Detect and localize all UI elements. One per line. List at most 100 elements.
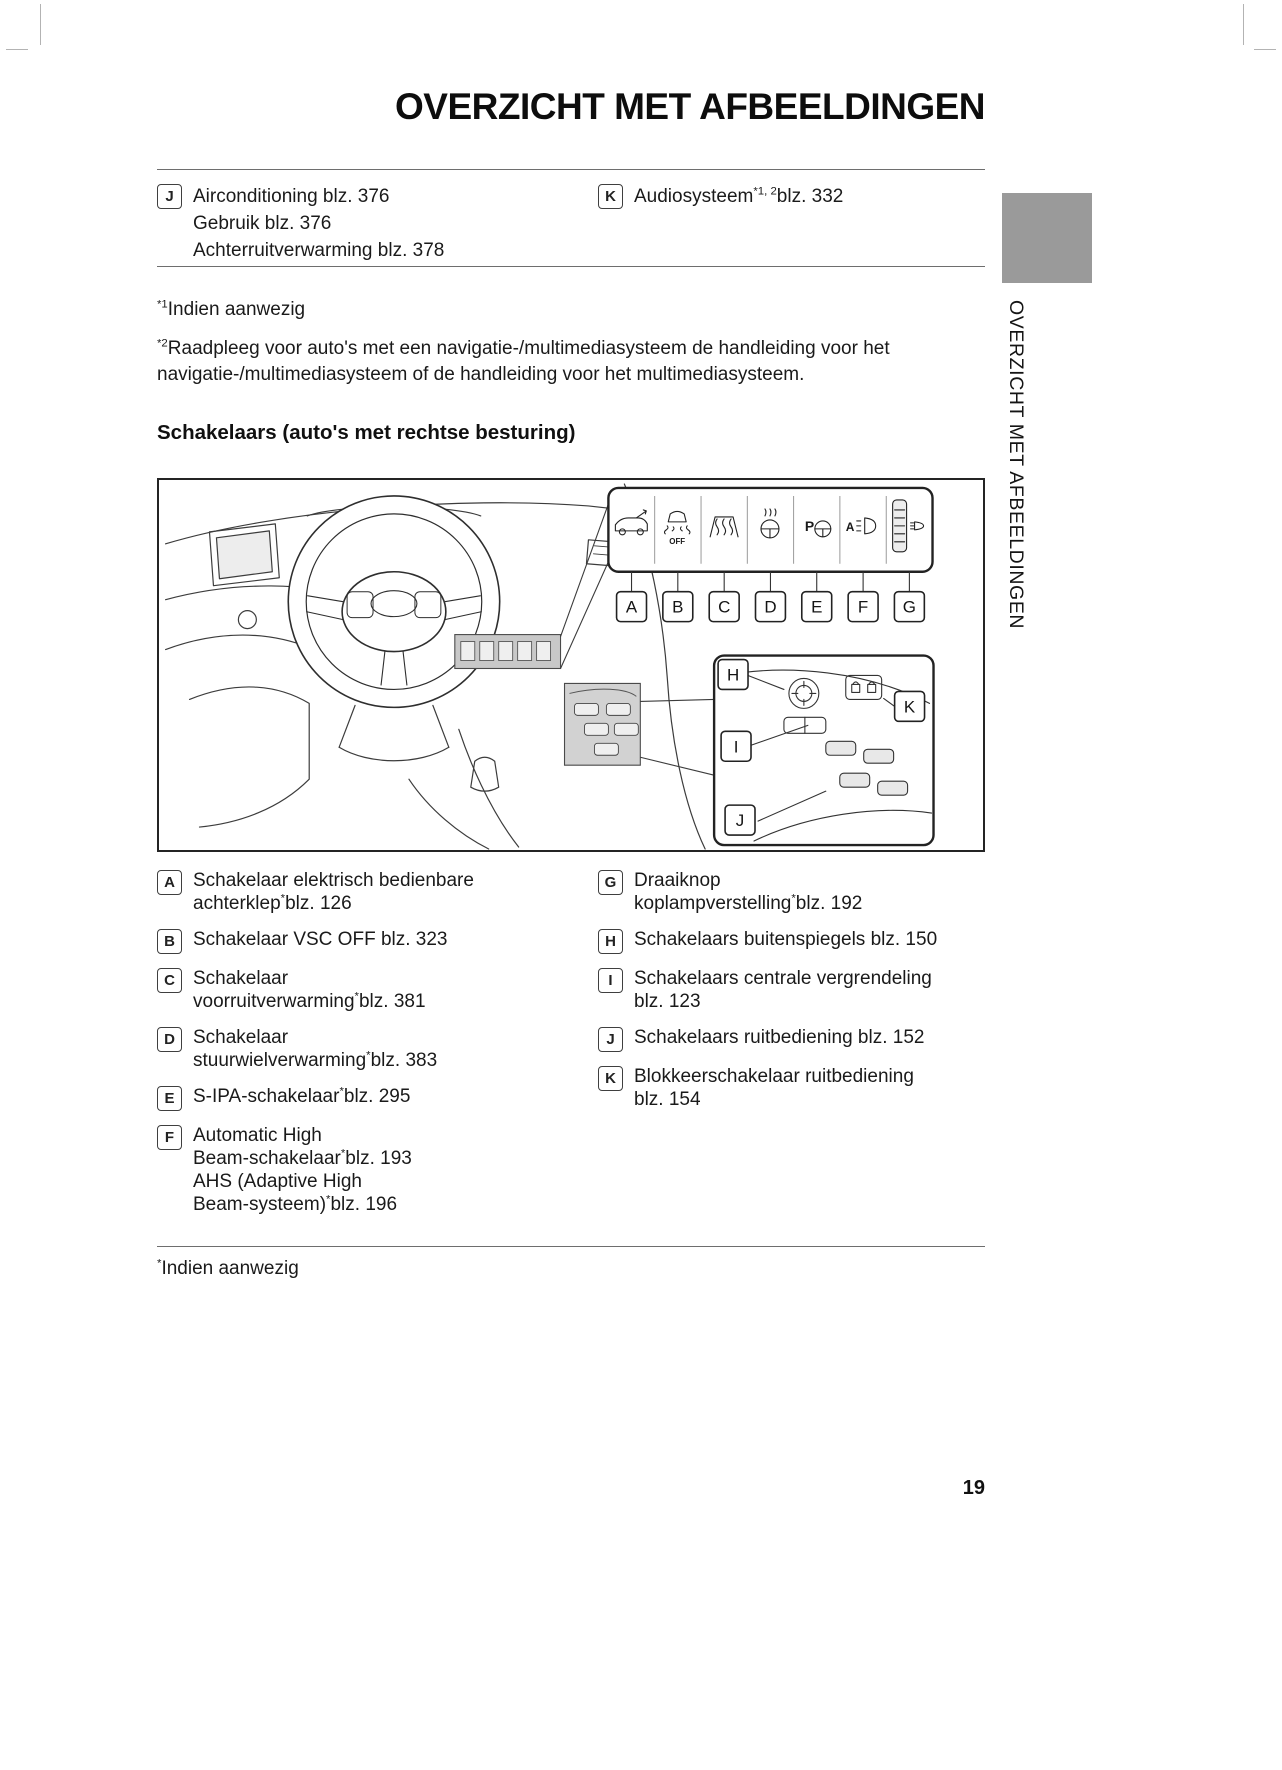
asterisk-superscript: *1, 2 [753,185,777,198]
reference-line: Airconditioning blz. 376 [193,183,444,210]
callout-label-C: C [157,968,182,993]
text-segment: Schakelaar VSC OFF blz. 323 [193,929,448,950]
legend-entry-text: Schakelaars ruitbediening blz. 152 [634,1026,924,1049]
reference-line: Schakelaar [193,967,426,990]
top-reference-right-column: K Audiosysteem*1, 2blz. 332 [598,183,985,264]
asterisk-superscript: * [791,892,796,905]
text-segment: Beam-schakelaar [193,1148,341,1169]
reference-line: voorruitverwarming*blz. 381 [193,990,426,1013]
reference-line: blz. 123 [634,990,932,1013]
callout-label-J: J [157,184,182,209]
steering-wheel-icon [287,495,501,709]
callout-label-K: K [598,1066,623,1091]
reference-line: koplampverstelling*blz. 192 [634,892,862,915]
reference-line: AHS (Adaptive High [193,1170,412,1193]
text-segment: Schakelaars buitenspiegels blz. 150 [634,929,938,950]
text-segment: achterklep [193,893,281,914]
asterisk-superscript: * [339,1085,344,1098]
reference-line: Automatic High [193,1124,412,1147]
text-segment: Schakelaars centrale vergrendeling [634,968,932,989]
callout-label-G: G [598,870,623,895]
reference-line: achterklep*blz. 126 [193,892,474,915]
door-switch-area-highlight [563,682,715,776]
text-segment: blz. 332 [776,186,844,207]
text-segment: Beam-systeem) [193,1194,327,1215]
text-segment: Schakelaar [193,1027,289,1048]
callout-label-K: K [598,184,623,209]
diagram-label-k: K [904,697,916,716]
start-button-icon [237,610,257,630]
footnote-text: Raadpleeg voor auto's met een navigatie-… [157,338,890,385]
text-segment: Audiosysteem [634,186,754,207]
footnote-marker: *2 [157,337,168,350]
reference-line: S-IPA-schakelaar*blz. 295 [193,1085,410,1108]
diagram-label-h: H [727,665,739,684]
text-segment: blz. 154 [634,1089,701,1110]
text-segment: blz. 381 [358,991,426,1012]
sidebar-vertical-title: OVERZICHT MET AFBEELDINGEN [1005,300,1027,630]
text-segment: blz. 196 [330,1194,398,1215]
diagram-label-j: J [736,811,744,830]
callout-label-F: F [157,1125,182,1150]
diagram-label-i: I [734,737,739,756]
text-segment: Gebruik blz. 376 [193,213,332,234]
text-segment: blz. 192 [795,893,863,914]
headlight-leveling-dial-icon [892,499,925,553]
top-ref-entry-K: K Audiosysteem*1, 2blz. 332 [598,183,985,210]
chapter-tab-marker [1002,193,1092,283]
text-segment: Automatic High [193,1125,322,1146]
reference-line: *Indien aanwezig [157,1258,299,1279]
divider-rule [157,169,985,170]
diagram-label-b: B [672,598,683,617]
diagram-label-g: G [903,598,916,617]
asterisk-superscript: * [340,1147,346,1160]
text-segment: Schakelaars ruitbediening blz. 152 [634,1027,925,1048]
footnote-*1: *1Indien aanwezig [157,297,989,323]
asterisk-superscript: * [280,892,286,905]
text-segment: Draaiknop [634,870,721,891]
asterisk-superscript: * [326,1193,331,1206]
text-segment: AHS (Adaptive High [193,1171,362,1192]
door-lock-switch-icon [845,674,883,700]
ahb-a-label: A [846,520,855,534]
footnote-text: Indien aanwezig [167,299,306,320]
vsc-off-label: OFF [669,537,685,546]
divider-rule [157,266,985,267]
legend-entry-text: Schakelaar VSC OFF blz. 323 [193,928,448,951]
dash-switch-bank-highlight [454,503,609,670]
auto-high-beam-switch-icon: A [846,517,877,535]
callout-label-A: A [157,870,182,895]
mirror-adjust-knob-icon [788,677,820,709]
reference-line: Schakelaars ruitbediening blz. 152 [634,1026,924,1049]
reference-line: Beam-schakelaar*blz. 193 [193,1147,412,1170]
window-switches-icon [825,740,909,796]
page-title: OVERZICHT MET AFBEELDINGEN [395,86,985,127]
crop-mark [40,4,41,45]
reference-line: Gebruik blz. 376 [193,210,444,237]
reference-line: Schakelaars centrale vergrendeling [634,967,932,990]
dashboard-illustration: OFF P [164,483,935,850]
text-segment: blz. 295 [343,1086,411,1107]
s-ipa-switch-icon: P [805,518,832,538]
vsc-off-switch-icon: OFF [663,510,691,546]
text-segment: Schakelaar [193,968,289,989]
diagram-labels-h-k: H I J K [717,658,926,836]
text-segment: Indien aanwezig [161,1258,299,1279]
steering-wheel-heater-switch-icon [760,508,780,539]
reference-line: blz. 154 [634,1088,914,1111]
text-segment: Blokkeerschakelaar ruitbediening [634,1066,914,1087]
text-segment: blz. 126 [285,893,352,914]
